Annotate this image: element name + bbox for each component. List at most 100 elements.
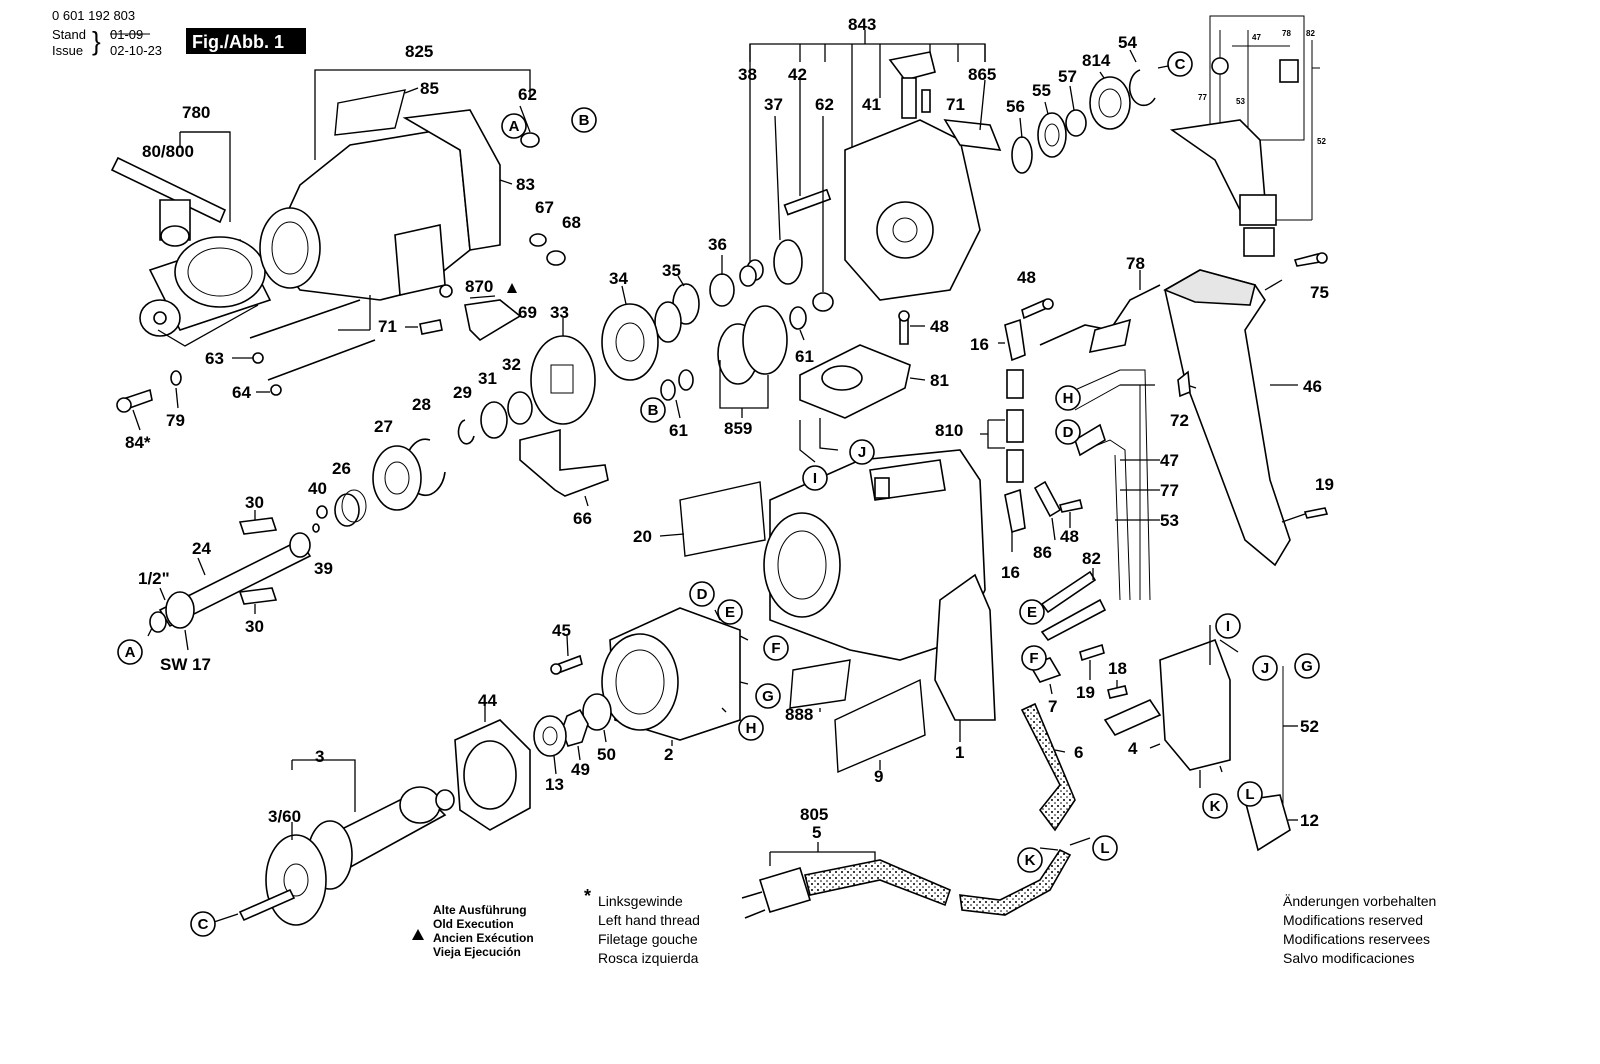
callout-16-b: 16 [1001, 563, 1020, 582]
trigger [1103, 698, 1162, 737]
letter-b-gear: B [648, 402, 659, 419]
letter-j-module: J [858, 444, 866, 461]
callout-61-b: 61 [795, 347, 814, 366]
callout-71-a: 71 [378, 317, 397, 336]
callout-1: 1 [955, 743, 964, 762]
callout-86: 86 [1033, 543, 1052, 562]
callout-4: 4 [1128, 739, 1138, 758]
callout-71-b: 71 [946, 95, 965, 114]
lht-fr: Filetage gouche [598, 931, 698, 947]
callout-41: 41 [862, 95, 881, 114]
brush-holder-16-b [1004, 488, 1026, 534]
wire-f [1040, 598, 1107, 642]
callout-37: 37 [764, 95, 783, 114]
gear-housing-group [116, 69, 566, 431]
housing-flange-plate [402, 109, 501, 251]
callout-47: 47 [1160, 451, 1179, 470]
lht-en: Left hand thread [598, 912, 700, 928]
stand-label: Stand [52, 27, 86, 42]
old-exec-en: Old Execution [433, 917, 514, 931]
wiring-53: 53 [1236, 97, 1245, 106]
lever-69 [464, 299, 522, 342]
screw-71 [419, 319, 443, 335]
bearing-flange-group [746, 30, 1002, 312]
figure-label-box [186, 28, 306, 54]
brush-holder-16-a [1004, 318, 1026, 362]
screw-48-c [1059, 499, 1083, 513]
selector-shaft [901, 77, 917, 119]
stator-group [533, 607, 749, 775]
power-cord-group [741, 837, 1091, 919]
callout-780: 780 [182, 103, 210, 122]
callout-48-c: 48 [1060, 527, 1079, 546]
output-bearing-stack [1011, 49, 1169, 174]
callout-20: 20 [633, 527, 652, 546]
callout-805: 805 [800, 805, 828, 824]
selector-knob-41 [888, 51, 936, 81]
callout-26: 26 [332, 459, 351, 478]
circlip-67 [529, 233, 547, 247]
callout-39: 39 [314, 559, 333, 578]
wire-e [1040, 570, 1097, 614]
callout-2: 2 [664, 745, 673, 764]
switch-module-group [799, 310, 926, 463]
legend-left-hand-thread: * Linksgewinde Left hand thread Filetage… [584, 886, 700, 966]
gear-37 [773, 239, 803, 285]
asterisk-symbol: * [584, 886, 591, 906]
letter-f-wire: F [1029, 650, 1038, 667]
callout-5: 5 [812, 823, 821, 842]
callout-45: 45 [552, 621, 571, 640]
callout-870: 870 [465, 277, 493, 296]
issue-label: Issue [52, 43, 83, 58]
chuck-key-pinion [160, 225, 190, 247]
callout-62-a: 62 [518, 85, 537, 104]
callout-19-a: 19 [1315, 475, 1334, 494]
lht-es: Rosca izquierda [598, 950, 699, 966]
callout-30-a: 30 [245, 493, 264, 512]
cable-guard-6 [1020, 702, 1076, 832]
callout-46: 46 [1303, 377, 1322, 396]
callout-56: 56 [1006, 97, 1025, 116]
callout-52: 52 [1300, 717, 1319, 736]
callout-half-inch: 1/2" [138, 569, 170, 588]
callout-66: 66 [573, 509, 592, 528]
callout-810: 810 [935, 421, 963, 440]
spring-71 [921, 89, 931, 113]
callout-44: 44 [478, 691, 497, 710]
callout-57: 57 [1058, 67, 1077, 86]
callout-19-b: 19 [1076, 683, 1095, 702]
spring-86 [1033, 480, 1062, 518]
callout-78: 78 [1126, 254, 1145, 273]
old-execution-triangle [412, 929, 424, 940]
callout-7: 7 [1048, 697, 1057, 716]
callout-31: 31 [478, 369, 497, 388]
screw-18 [1107, 685, 1128, 699]
ring-31 [480, 401, 508, 439]
spindle-group [147, 510, 312, 651]
ring-870 [439, 284, 453, 298]
mod-en: Modifications reserved [1283, 912, 1423, 928]
bearing-62-b [812, 292, 834, 312]
callout-63: 63 [205, 349, 224, 368]
callout-18: 18 [1108, 659, 1127, 678]
ball-40 [316, 505, 328, 519]
callout-35: 35 [662, 261, 681, 280]
mod-de: Änderungen vorbehalten [1283, 893, 1436, 909]
carbon-brush-a [1006, 409, 1024, 443]
issue-value: 02-10-23 [110, 43, 162, 58]
mod-fr: Modifications reservees [1283, 931, 1430, 947]
ball-39 [312, 523, 320, 533]
callout-814: 814 [1082, 51, 1111, 70]
pin-42 [783, 188, 832, 216]
old-exec-fr: Ancien Exécution [433, 931, 534, 945]
letter-h-stator: H [746, 720, 757, 737]
key-30-b [238, 587, 278, 605]
callout-6: 6 [1074, 743, 1083, 762]
ring-32 [507, 391, 533, 425]
washer-55 [1037, 112, 1067, 158]
flange-bore [876, 201, 934, 259]
callout-72: 72 [1170, 411, 1189, 430]
washer-79 [170, 370, 182, 386]
washer-35-b [654, 301, 682, 343]
legend-old-execution: Alte Ausführung Old Execution Ancien Exé… [412, 903, 534, 959]
